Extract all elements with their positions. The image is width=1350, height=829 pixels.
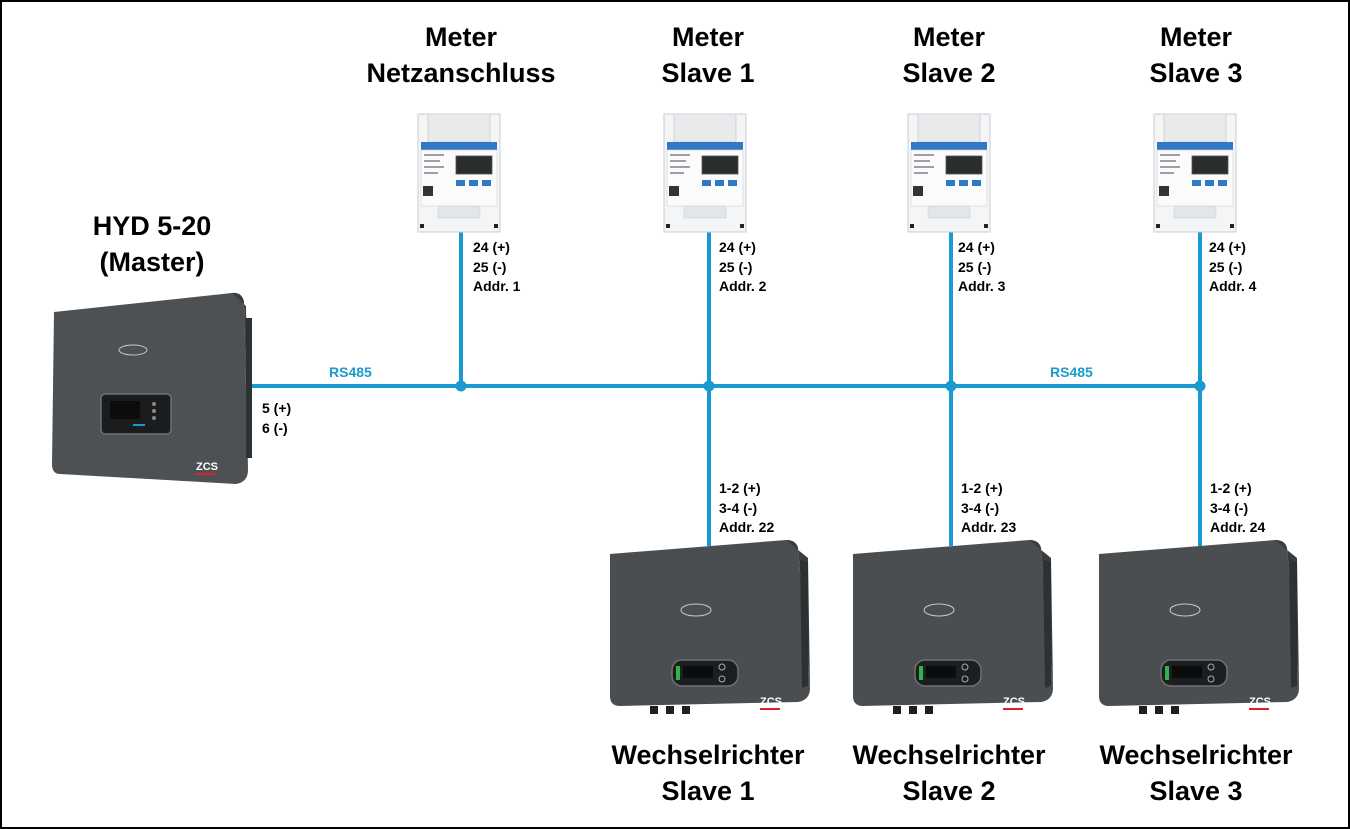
meter-title-line2: Slave 1 [661,58,755,88]
zcs-flag-stripe [760,708,780,710]
master-hybrid-inverter [52,292,252,484]
rs485-label-right: RS485 [1050,364,1093,380]
zcs-brand-mark: ZCS [1003,696,1025,708]
junction-dot [945,380,957,392]
zcs-flag-stripe [196,473,216,475]
modbus-address: Addr. 22 [719,519,775,535]
inverter-title-line1: Wechselrichter [1099,740,1293,770]
meter-title: Meter Slave 2 [859,19,1039,91]
terminal-minus: 3-4 (-) [719,499,758,516]
meter-title-line1: Meter [671,22,745,52]
terminal-plus: 1-2 (+) [961,480,1003,496]
meter-device-icon [663,113,747,233]
master-terminals: 5 (+) 6 (-) [262,399,291,438]
zcs-brand-mark: ZCS [760,696,782,708]
terminal-minus: 25 (-) [1209,258,1243,275]
meter-terminals: 24 (+) 25 (-) Addr. 4 [1209,238,1256,297]
inverter-terminals: 1-2 (+) 3-4 (-) Addr. 22 [719,479,774,538]
inverter-device-icon [609,539,811,715]
inverter-title-line2: Slave 3 [1149,776,1243,806]
meter-title: Meter Netzanschluss [351,19,571,91]
terminal-plus: 1-2 (+) [719,480,761,496]
terminal-minus: 3-4 (-) [961,499,1000,516]
terminal-plus: 24 (+) [1209,239,1246,255]
meter-title-line2: Netzanschluss [366,58,556,88]
meter-title: Meter Slave 3 [1106,19,1286,91]
meter-device-icon [1153,113,1237,233]
modbus-address: Addr. 2 [719,278,767,294]
meter-terminals: 24 (+) 25 (-) Addr. 2 [719,238,766,297]
terminal-minus: 6 (-) [262,419,288,436]
zcs-flag-stripe [1003,708,1023,710]
master-title: HYD 5-20 (Master) [62,208,242,280]
modbus-address: Addr. 3 [958,278,1006,294]
zcs-brand-mark: ZCS [1249,696,1271,708]
modbus-address: Addr. 23 [961,519,1017,535]
inverter-title-line1: Wechselrichter [611,740,805,770]
modbus-address: Addr. 24 [1210,519,1266,535]
rs485-bus [246,232,1202,546]
modbus-address: Addr. 4 [1209,278,1257,294]
inverter-title-line1: Wechselrichter [852,740,1046,770]
terminal-minus: 25 (-) [958,258,992,275]
meter-title-line1: Meter [424,22,498,52]
terminal-minus: 25 (-) [473,258,507,275]
junction-dot [703,380,715,392]
inverter-terminals: 1-2 (+) 3-4 (-) Addr. 23 [961,479,1016,538]
meter-device-icon [417,113,501,233]
master-title-line2: (Master) [99,247,205,277]
zcs-brand-mark: ZCS [196,461,218,473]
inverter-device-icon [1098,539,1300,715]
rs485-label-left: RS485 [329,364,372,380]
inverter-title-line2: Slave 2 [902,776,996,806]
zcs-flag-stripe [1249,708,1269,710]
inverter-title: Wechselrichter Slave 1 [588,737,828,809]
inverter-title-line2: Slave 1 [661,776,755,806]
terminal-plus: 24 (+) [473,239,510,255]
inverter-terminals: 1-2 (+) 3-4 (-) Addr. 24 [1210,479,1265,538]
master-title-line1: HYD 5-20 [92,211,212,241]
inverter-title: Wechselrichter Slave 3 [1076,737,1316,809]
inverter-device-icon [852,539,1054,715]
junction-dot [1194,380,1206,392]
terminal-plus: 5 (+) [262,400,292,416]
bus-junctions [455,380,1206,392]
inverter-title: Wechselrichter Slave 2 [829,737,1069,809]
terminal-minus: 3-4 (-) [1210,499,1249,516]
terminal-minus: 25 (-) [719,258,753,275]
meter-title-line1: Meter [1159,22,1233,52]
terminal-plus: 24 (+) [958,239,995,255]
meter-terminals: 24 (+) 25 (-) Addr. 1 [473,238,520,297]
junction-dot [455,380,467,392]
terminal-plus: 24 (+) [719,239,756,255]
azzurro-logo-icon [118,344,148,356]
modbus-address: Addr. 1 [473,278,521,294]
meter-title-line2: Slave 2 [902,58,996,88]
meter-device-icon [907,113,991,233]
meter-title-line1: Meter [912,22,986,52]
meter-title: Meter Slave 1 [618,19,798,91]
meter-title-line2: Slave 3 [1149,58,1243,88]
meter-terminals: 24 (+) 25 (-) Addr. 3 [958,238,1005,297]
terminal-plus: 1-2 (+) [1210,480,1252,496]
